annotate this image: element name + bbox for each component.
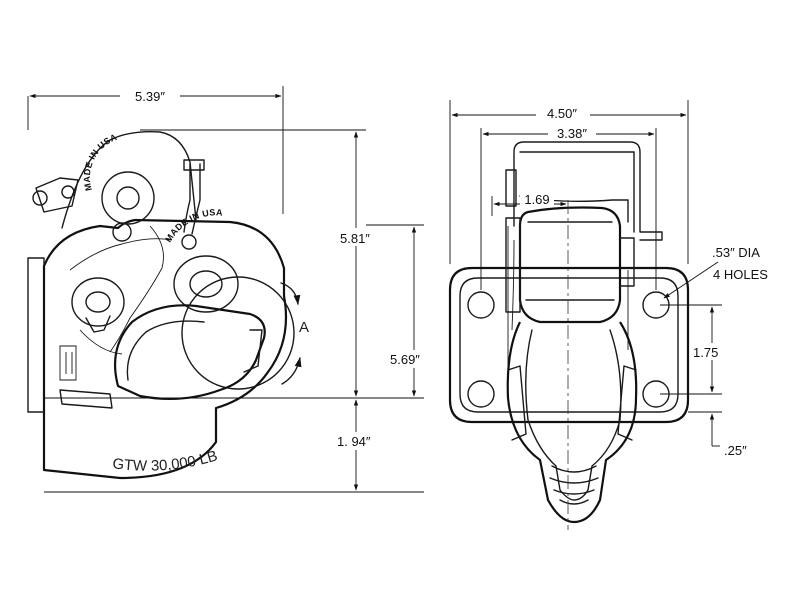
gtw-rating: GTW 30,000 LB	[112, 447, 220, 474]
pintle-hook-rear-view	[448, 141, 690, 530]
dim-hole-edge: .25″	[724, 443, 747, 458]
dim-rear-width: 4.50″	[547, 106, 577, 121]
dim-overall-height: 5.81″	[340, 231, 370, 246]
rear-view-dimensions: 4.50″ 3.38″ 1.69 1.75 .25″ .53″ DIA 4 HO…	[449, 100, 768, 458]
dim-overall-width: 5.39″	[135, 89, 165, 104]
side-view-dimensions: 5.39″ 5.81″ 5.69″ 1. 94″	[27, 86, 438, 493]
dim-offset: 1.69	[524, 192, 549, 207]
made-in-usa-top: MADE IN USA	[82, 132, 119, 192]
dim-base-height: 1. 94″	[337, 434, 371, 449]
dim-lower-height: 5.69″	[390, 352, 420, 367]
dim-inner-width: 3.38″	[557, 126, 587, 141]
hole-diameter-label: .53″ DIA	[712, 245, 760, 260]
dim-hole-spacing: 1.75	[693, 345, 718, 360]
detail-label: A	[299, 319, 309, 336]
pintle-hook-side-view: A MADE IN USA MADE IN USA GTW 30,000 LB	[27, 130, 309, 480]
hole-count-label: 4 HOLES	[713, 267, 768, 282]
